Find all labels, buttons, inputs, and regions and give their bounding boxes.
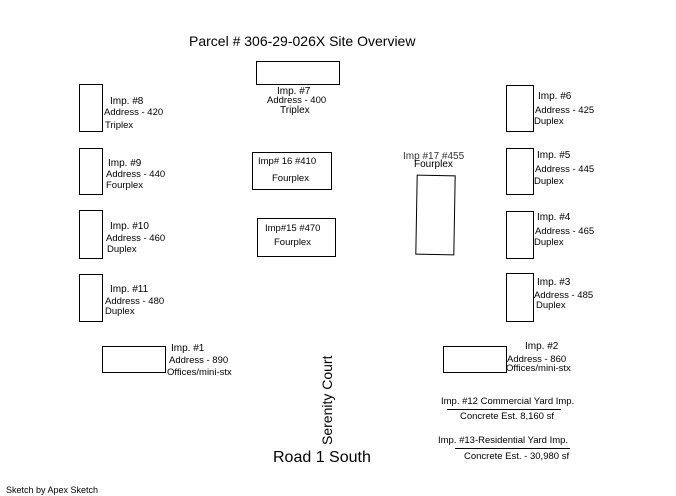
imp4-name: Imp. #4	[537, 212, 571, 223]
road-label: Road 1 South	[273, 449, 371, 466]
footer-credit: Sketch by Apex Sketch	[6, 485, 99, 495]
site-title: Parcel # 306-29-026X Site Overview	[189, 33, 416, 49]
imp8-type: Triplex	[105, 120, 134, 131]
imp7-building	[256, 61, 340, 85]
imp4-type: Duplex	[534, 237, 564, 248]
imp5-building	[506, 148, 534, 195]
imp6-name: Imp. #6	[538, 91, 572, 102]
imp2-address: Address - 860	[507, 354, 567, 365]
imp3-type: Duplex	[536, 300, 566, 311]
imp15-building	[257, 218, 336, 257]
imp9-address: Address - 440	[106, 169, 166, 180]
imp1-type: Offices/mini-stx	[167, 367, 232, 378]
imp16-name: Imp# 16 #410	[258, 156, 317, 167]
imp11-building	[79, 274, 103, 322]
imp4-address: Address - 465	[535, 226, 595, 237]
imp9-name: Imp. #9	[108, 158, 142, 169]
imp16-type: Fourplex	[272, 173, 309, 184]
imp3-address: Address - 485	[534, 290, 594, 301]
imp3-building	[506, 273, 534, 322]
imp2-building	[443, 346, 507, 373]
imp9-building	[79, 148, 103, 195]
imp1-name: Imp. #1	[171, 343, 205, 354]
imp8-address: Address - 420	[104, 107, 164, 118]
imp15-type: Fourplex	[274, 237, 311, 248]
imp6-type: Duplex	[534, 116, 564, 127]
imp9-type: Fourplex	[106, 180, 143, 191]
imp4-building	[506, 211, 534, 259]
imp6-building	[506, 85, 534, 132]
commercial-yard-title: Imp. #12 Commercial Yard Imp.	[441, 396, 575, 407]
imp10-address: Address - 460	[106, 233, 166, 244]
imp10-building	[79, 210, 103, 259]
imp11-type: Duplex	[105, 306, 135, 317]
imp2-name: Imp. #2	[525, 341, 559, 352]
imp10-name: Imp. #10	[110, 221, 149, 232]
imp6-address: Address - 425	[535, 105, 595, 116]
residential-yard-area: Concrete Est. - 30,980 sf	[464, 451, 570, 462]
imp8-building	[79, 84, 103, 132]
imp17-name: Imp #17 #455	[403, 151, 465, 162]
imp15-name: Imp#15 #470	[265, 223, 321, 234]
imp7-type: Triplex	[280, 105, 310, 116]
imp17-building	[415, 174, 456, 256]
imp16-building	[252, 152, 332, 190]
imp5-name: Imp. #5	[537, 150, 571, 161]
imp11-address: Address - 480	[105, 296, 165, 307]
commercial-yard-area: Concrete Est. 8,160 sf	[460, 411, 554, 422]
imp11-name: Imp. #11	[110, 284, 149, 295]
imp8-name: Imp. #8	[110, 96, 144, 107]
imp5-type: Duplex	[534, 176, 564, 187]
imp10-type: Duplex	[107, 244, 137, 255]
residential-yard-title: Imp. #13-Residential Yard Imp.	[438, 435, 569, 446]
imp2-type: Offices/mini-stx	[506, 363, 571, 374]
imp1-address: Address - 890	[169, 355, 229, 366]
residential-yard-underline	[455, 448, 570, 449]
imp5-address: Address - 445	[535, 164, 595, 175]
commercial-yard-underline	[447, 409, 561, 410]
imp7-name: Imp. #7	[277, 86, 311, 97]
imp3-name: Imp. #3	[537, 277, 571, 288]
imp7-address: Address - 400	[267, 95, 327, 106]
serenity-court-label: Serenity Court	[319, 355, 335, 445]
imp17-type: Fourplex	[414, 159, 453, 170]
imp1-building	[102, 346, 166, 373]
